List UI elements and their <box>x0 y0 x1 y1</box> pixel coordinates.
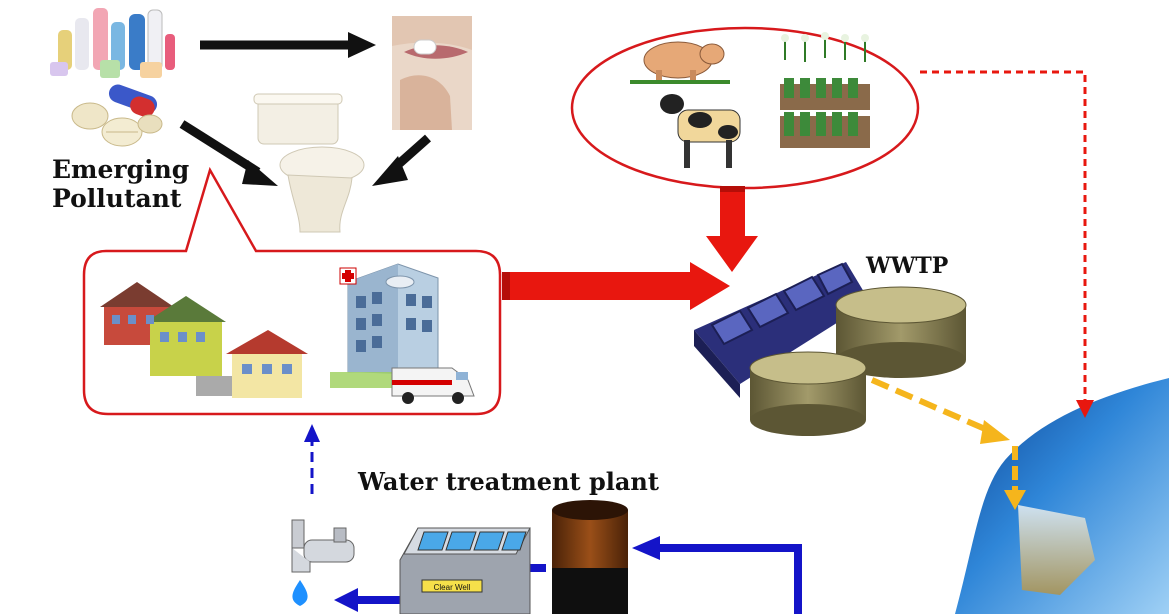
storage-tower-icon <box>552 500 628 614</box>
blue-flow-arrows <box>304 424 802 614</box>
toilet-icon <box>253 93 365 233</box>
wwtp-label: WWTP <box>866 253 949 279</box>
wwtp-tank-back <box>835 286 967 378</box>
groundwater-pocket <box>1018 505 1095 595</box>
wwtp-clarifier <box>694 262 870 398</box>
wwtp-tank-front <box>749 351 867 436</box>
pill-to-mouth-icon <box>392 16 472 130</box>
dashed-red-arrow <box>920 70 1094 418</box>
houses-icon <box>100 282 308 398</box>
cosmetics-bottles-icon <box>50 8 175 78</box>
clear-well-label: Clear Well <box>434 583 471 592</box>
pollutant-flow-arrows <box>179 32 431 186</box>
ambulance-icon <box>391 367 475 404</box>
emerging-pollutant-label: Emerging Pollutant <box>52 155 190 213</box>
pills-icon <box>71 84 163 147</box>
water-treatment-plant-label: Water treatment plant <box>358 467 659 496</box>
hospital-icon <box>330 263 439 388</box>
crops-icon <box>780 32 870 148</box>
solid-red-arrows <box>502 186 758 310</box>
dashed-yellow-arrow <box>870 377 1026 510</box>
water-body <box>955 378 1169 614</box>
water-tap-icon <box>291 519 355 606</box>
cow-icon <box>660 94 741 168</box>
pig-icon <box>630 41 730 84</box>
filter-unit-icon: Clear Well <box>399 527 531 614</box>
